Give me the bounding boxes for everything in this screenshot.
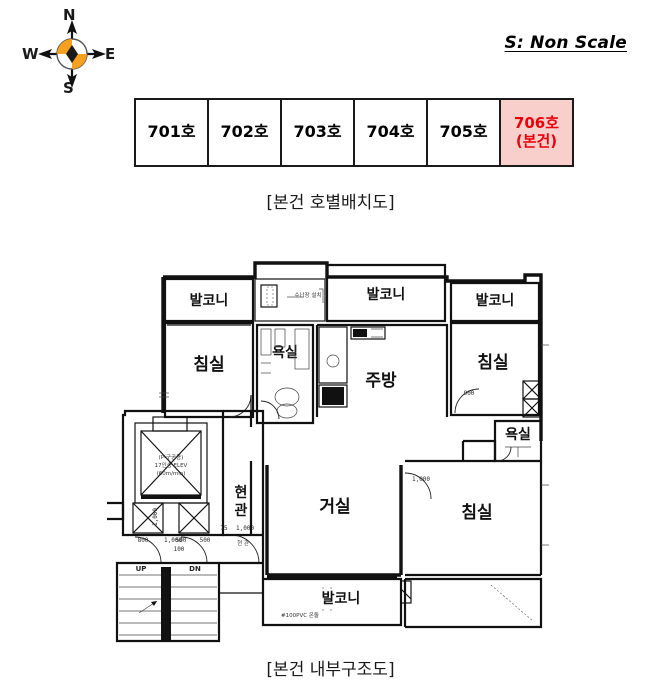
room-label-bathroom-north: 욕실 bbox=[272, 345, 298, 361]
compass-label-south: S bbox=[63, 79, 74, 97]
floor-plan-diagram: 발코니 발코니 발코니 수납장 설치 침실 욕실 bbox=[95, 245, 575, 645]
unit-cell-702[interactable]: 702호 bbox=[207, 98, 282, 167]
room-label-balcony-s: 발코니 bbox=[322, 590, 361, 607]
compass-label-east: E bbox=[105, 45, 116, 63]
table-row: 701호 702호 703호 704호 705호 706호 (본건) bbox=[134, 98, 574, 167]
dimension-800: 800 bbox=[138, 537, 149, 544]
unit-layout-diagram: 701호 702호 703호 704호 705호 706호 (본건) bbox=[134, 98, 574, 167]
unit-cell-706-number: 706호 bbox=[513, 114, 560, 133]
unit-cell-703[interactable]: 703호 bbox=[280, 98, 355, 167]
compass-label-west: W bbox=[22, 45, 39, 63]
unit-cell-705[interactable]: 705호 bbox=[426, 98, 501, 167]
dimension-1000-b: 1,000 bbox=[152, 508, 159, 526]
floor-plan-svg: 발코니 발코니 발코니 수납장 설치 침실 욕실 bbox=[107, 261, 549, 643]
unit-cell-701[interactable]: 701호 bbox=[134, 98, 209, 167]
room-label-bedroom-nw: 침실 bbox=[193, 354, 224, 375]
annotation-elevator-line1: (P-구공용) bbox=[159, 454, 184, 461]
scale-note: S: Non Scale bbox=[504, 33, 627, 53]
compass-rose: N S W E bbox=[22, 8, 122, 100]
unit-layout-caption: [본건 호별배치도] bbox=[266, 193, 395, 213]
room-label-living-room: 거실 bbox=[319, 497, 350, 517]
annotation-entrance-mark: 현 관 bbox=[237, 539, 249, 547]
room-label-balcony-nw: 발코니 bbox=[190, 292, 229, 309]
unit-cell-706-subject[interactable]: 706호 (본건) bbox=[499, 98, 574, 167]
annotation-stair-down: DN bbox=[189, 565, 201, 573]
dimension-100: 100 bbox=[174, 546, 185, 553]
dimension-75: 75 bbox=[220, 525, 228, 532]
unit-cell-706-subject-tag: (본건) bbox=[515, 131, 558, 150]
dimension-500-a: 500 bbox=[176, 537, 187, 544]
unit-cell-704[interactable]: 704호 bbox=[353, 98, 428, 167]
compass-label-north: N bbox=[63, 6, 76, 24]
room-label-bedroom-se: 침실 bbox=[461, 502, 492, 523]
annotation-kitchen-note: 수납장 설치 bbox=[294, 291, 321, 299]
room-label-entrance: 현 bbox=[235, 485, 248, 501]
annotation-balcony-note: #100PVC 온돌 bbox=[281, 612, 319, 619]
room-label-balcony-ne: 발코니 bbox=[476, 292, 515, 309]
dimension-1000-a: 1,000 bbox=[164, 537, 182, 544]
dimension-500-b: 500 bbox=[200, 537, 211, 544]
dimension-1000-d: 1,000 bbox=[412, 476, 430, 483]
room-label-balcony-n: 발코니 bbox=[367, 286, 406, 303]
room-label-kitchen: 주방 bbox=[365, 371, 397, 391]
compass-needle-icon bbox=[38, 20, 106, 88]
room-label-bathroom-east: 욕실 bbox=[505, 427, 531, 443]
room-label-entrance-2: 관 bbox=[235, 502, 248, 519]
dimension-900-a: 900 bbox=[464, 390, 475, 397]
annotation-elevator-line2: 17인승 ELEV bbox=[155, 462, 188, 469]
unit-layout-table: 701호 702호 703호 704호 705호 706호 (본건) bbox=[134, 98, 574, 167]
room-label-bedroom-ne: 침실 bbox=[477, 352, 508, 373]
annotation-elevator-line3: (60m/min) bbox=[157, 471, 186, 477]
annotation-stair-up: UP bbox=[136, 565, 147, 573]
dimension-1000-c: 1,000 bbox=[236, 525, 254, 532]
floor-plan-caption: [본건 내부구조도] bbox=[266, 660, 395, 680]
